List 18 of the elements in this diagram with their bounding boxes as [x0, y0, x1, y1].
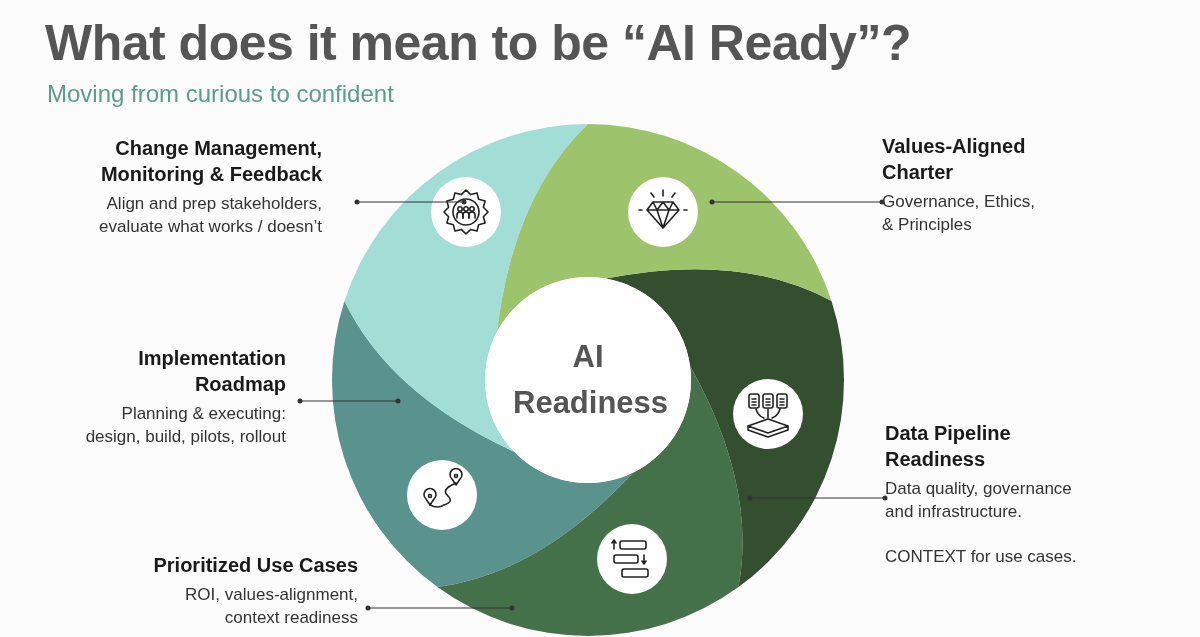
- description: Planning & executing: design, build, pilots, rollout: [84, 403, 286, 448]
- heading: Change Management, Monitoring & Feedback: [99, 136, 322, 187]
- title: What does it mean to be “AI Ready”?: [45, 14, 911, 72]
- leader-line: [297, 398, 401, 404]
- leader-line: [709, 199, 885, 205]
- description: Align and prep stakeholders, evaluate what works / doesn’t: [98, 193, 322, 238]
- leader-line: [747, 495, 888, 501]
- heading: Data Pipeline Readiness: [885, 421, 1012, 472]
- leader-line: [354, 199, 467, 205]
- heading: Prioritized Use Cases: [152, 553, 358, 578]
- description: CONTEXT for use cases.: [885, 546, 1078, 568]
- heading: Implementation Roadmap: [137, 346, 286, 397]
- description: Governance, Ethics, & Principles: [882, 191, 1037, 236]
- leader-line: [365, 605, 515, 611]
- subtitle: Moving from curious to confident: [47, 80, 394, 108]
- description: Data quality, governance and infrastructure.: [885, 478, 1073, 523]
- description: ROI, values-alignment, context readiness: [184, 584, 358, 629]
- heading: Values-Aligned Charter: [882, 134, 1027, 185]
